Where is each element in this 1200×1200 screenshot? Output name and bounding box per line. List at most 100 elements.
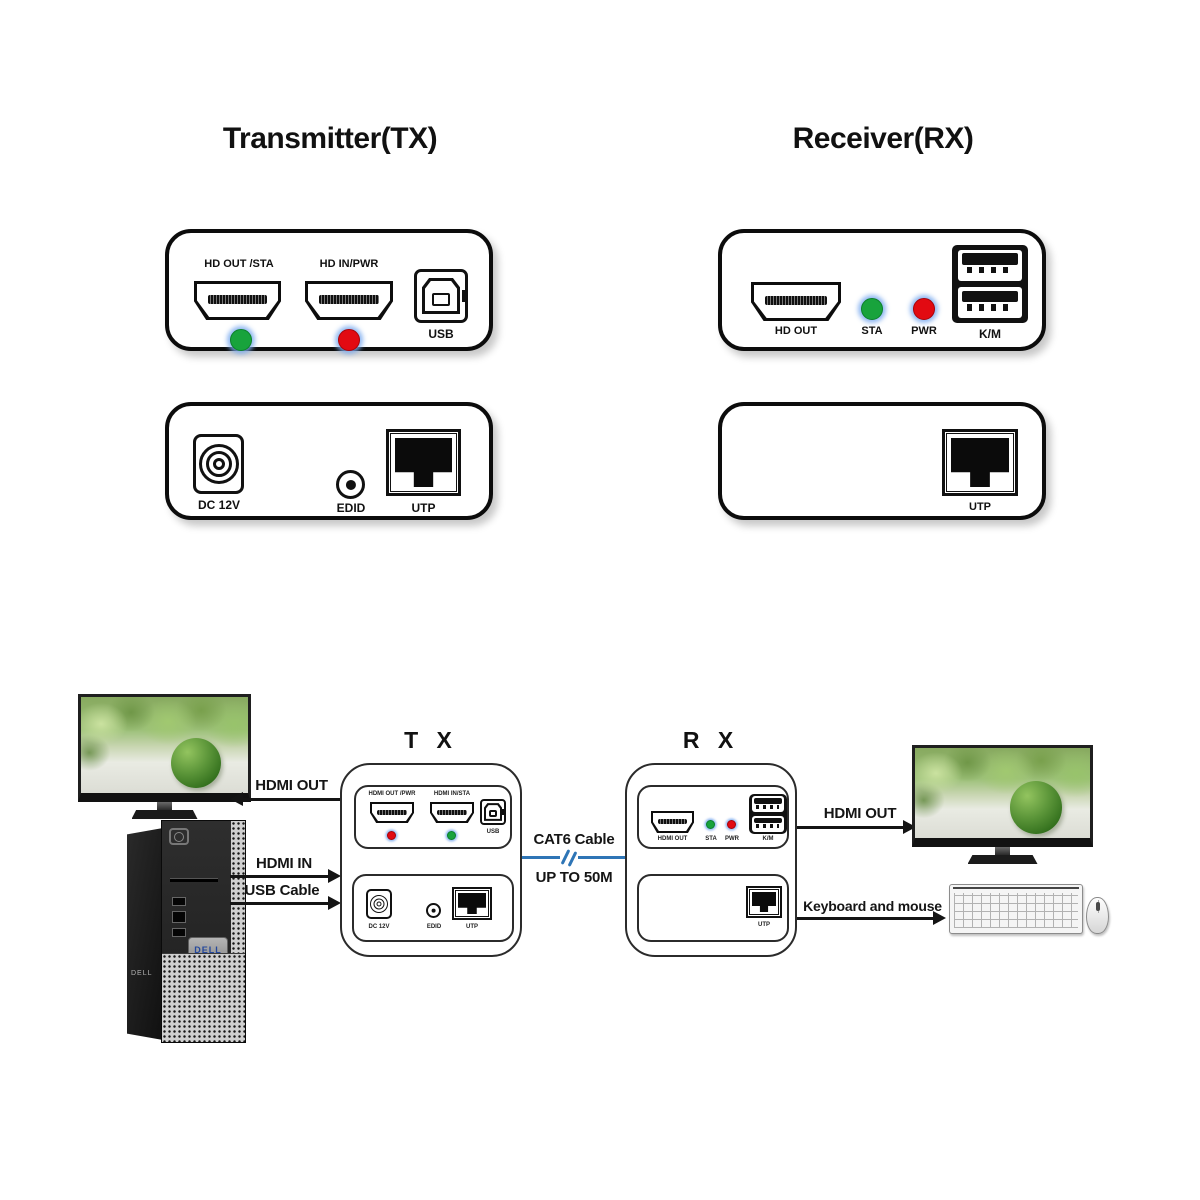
- mini-rx-hdmi-label: HDMI OUT: [657, 836, 688, 842]
- keyboard-mouse-label: Keyboard and mouse: [803, 898, 942, 914]
- rx-front-panel: HD OUT STA PWR K/M: [718, 229, 1046, 351]
- tx-dc-label: DC 12V: [197, 498, 241, 512]
- mini-rx-km-label: K/M: [762, 836, 774, 842]
- rj45-port-icon: [386, 429, 461, 496]
- rj45-port-icon: [942, 429, 1018, 496]
- rj45-port-icon: [452, 887, 492, 920]
- rx-km-label: K/M: [979, 327, 1001, 341]
- mini-tx-port2-label: HDMI IN/STA: [433, 791, 471, 797]
- hdmi-port-icon: [751, 282, 841, 321]
- rx-mini-back: UTP: [637, 874, 789, 942]
- tx-hd-in-pwr-label: HD IN/PWR: [319, 258, 379, 270]
- display-monitor: [912, 745, 1093, 864]
- rj45-port-icon: [746, 886, 782, 918]
- usb-b-port-icon: [480, 799, 506, 825]
- mini-tx-dc-label: DC 12V: [368, 924, 390, 930]
- keyboard-top-edge: [953, 887, 1079, 889]
- dc-power-jack-icon: [193, 434, 244, 494]
- mini-tx-pwr-led-red: [387, 831, 396, 840]
- pc-optical-drive-slot: [170, 879, 218, 882]
- rx-box-title: R X: [682, 727, 740, 753]
- usb-a-dual-port-icon: [952, 245, 1028, 323]
- rx-utp-label: UTP: [969, 501, 991, 513]
- distance-label: UP TO 50M: [535, 869, 613, 886]
- monitor-screen-limes-image: [912, 745, 1093, 847]
- tx-utp-label: UTP: [411, 501, 436, 515]
- mini-tx-sta-led-green: [447, 831, 456, 840]
- edid-button-icon: [336, 470, 365, 499]
- pc-side-logo: DELL: [131, 970, 153, 977]
- rx-mini-front: HDMI OUT STA PWR K/M: [637, 785, 789, 849]
- hdmi-out-right-line: [797, 826, 905, 829]
- keyboard: [949, 884, 1083, 934]
- monitor-screen-limes-image: [78, 694, 251, 802]
- hdmi-in-label: HDMI IN: [255, 855, 313, 872]
- usb-cable-label: USB Cable: [244, 882, 320, 899]
- tx-box-title: T X: [404, 727, 458, 753]
- arrow-right-icon: [328, 896, 341, 910]
- transmitter-title: Transmitter(TX): [222, 122, 438, 155]
- tx-back-panel: DC 12V EDID UTP: [165, 402, 493, 520]
- tx-pwr-led-red: [338, 329, 360, 351]
- tx-edid-label: EDID: [336, 501, 366, 515]
- dc-power-jack-icon: [366, 889, 392, 919]
- usb-a-dual-port-icon: [749, 794, 787, 834]
- rx-pwr-led-red: [913, 298, 935, 320]
- pc-usb-port: [172, 928, 186, 937]
- cat6-cable-label: CAT6 Cable: [533, 831, 615, 848]
- arrow-right-icon: [328, 869, 341, 883]
- tx-sta-led-green: [230, 329, 252, 351]
- lime-fruit-image: [1009, 781, 1062, 834]
- pc-power-button: [169, 828, 189, 845]
- mini-tx-edid-label: EDID: [426, 924, 442, 930]
- arrow-left-icon: [230, 792, 243, 806]
- hdmi-port-icon: [430, 802, 474, 823]
- dell-pc-tower: DELL DELL: [127, 820, 246, 1043]
- hdmi-in-line: [230, 875, 330, 878]
- hdmi-port-icon: [651, 811, 694, 833]
- mini-rx-sta-led-green: [706, 820, 715, 829]
- mini-tx-utp-label: UTP: [466, 924, 478, 930]
- pc-usb-port: [172, 897, 186, 906]
- keyboard-keys: [954, 893, 1078, 928]
- rx-hd-out-label: HD OUT: [774, 325, 818, 337]
- source-monitor: [78, 694, 251, 819]
- rx-sta-label: STA: [861, 325, 883, 337]
- tx-usb-label: USB: [428, 327, 454, 341]
- hdmi-out-left-line: [242, 798, 340, 801]
- monitor-stand-base: [967, 855, 1038, 864]
- mini-rx-sta-label: STA: [705, 836, 717, 842]
- mini-rx-pwr-led-red: [727, 820, 736, 829]
- usb-cable-line: [230, 902, 330, 905]
- pc-side-panel: [127, 828, 163, 1040]
- tx-diagram-box: HDMI OUT /PWR HDMI IN/STA USB DC 12V: [340, 763, 522, 957]
- keyboard-mouse-line: [797, 917, 935, 920]
- monitor-stand-neck: [995, 847, 1010, 855]
- hdmi-port-icon: [305, 281, 393, 320]
- hdmi-out-right-label: HDMI OUT: [823, 805, 897, 822]
- tx-mini-front: HDMI OUT /PWR HDMI IN/STA USB: [354, 785, 512, 849]
- hdmi-out-left-label: HDMI OUT: [255, 777, 328, 794]
- pc-usb-port: [172, 911, 186, 923]
- monitor-stand-neck: [157, 802, 172, 810]
- mini-tx-port1-label: HDMI OUT /PWR: [368, 791, 416, 797]
- hdmi-port-icon: [194, 281, 281, 320]
- pc-mesh-grille: [162, 953, 245, 1042]
- usb-b-port-icon: [414, 269, 468, 323]
- arrow-right-icon: [933, 911, 946, 925]
- rx-diagram-box: HDMI OUT STA PWR K/M UTP: [625, 763, 797, 957]
- mini-rx-pwr-label: PWR: [725, 836, 739, 842]
- mouse-scroll-wheel: [1095, 902, 1100, 911]
- rx-sta-led-green: [861, 298, 883, 320]
- mouse: [1086, 897, 1109, 934]
- lime-fruit-image: [171, 738, 222, 789]
- rx-back-panel: UTP: [718, 402, 1046, 520]
- edid-button-icon: [426, 903, 441, 918]
- hdmi-port-icon: [370, 802, 414, 823]
- tx-front-panel: HD OUT /STA HD IN/PWR USB: [165, 229, 493, 351]
- rx-pwr-label: PWR: [911, 325, 937, 337]
- tx-hd-out-sta-label: HD OUT /STA: [204, 258, 274, 270]
- mini-tx-usb-label: USB: [486, 829, 500, 835]
- monitor-stand-base: [131, 810, 198, 819]
